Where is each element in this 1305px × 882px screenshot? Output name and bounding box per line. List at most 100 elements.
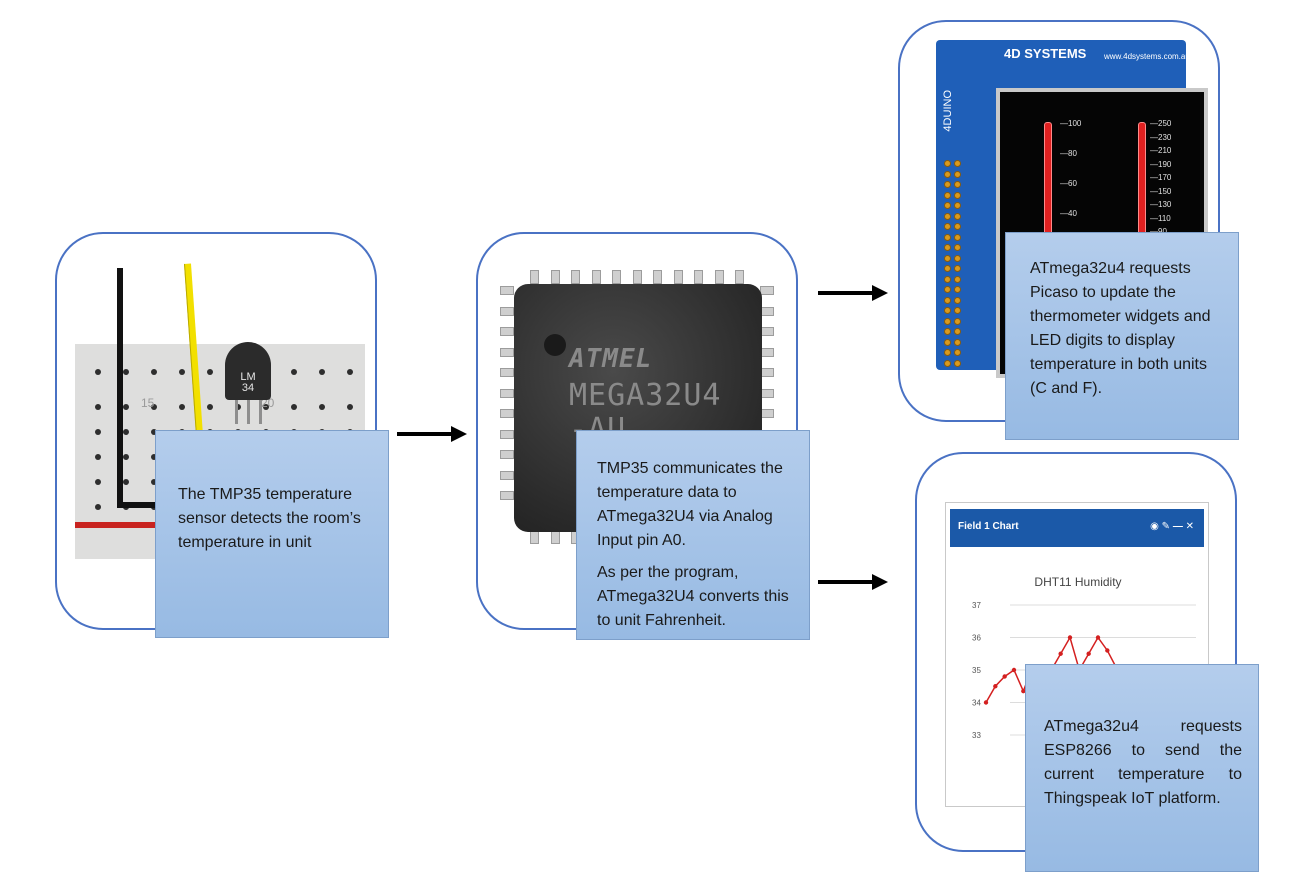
breadboard-hole <box>151 479 157 485</box>
breadboard-hole <box>151 369 157 375</box>
chip-pin <box>500 470 514 480</box>
breadboard-hole <box>207 369 213 375</box>
data-point[interactable] <box>1011 667 1017 673</box>
y-tick-label: 35 <box>972 666 981 675</box>
chip-pin <box>591 270 601 284</box>
series-line <box>985 635 1126 703</box>
breadboard-hole <box>123 404 129 410</box>
breadboard-hole <box>95 404 101 410</box>
chip-pin <box>760 388 774 398</box>
chip-pin <box>500 368 514 377</box>
header-pad <box>944 328 951 335</box>
step-3-note: ATmega32u4 requests Picaso to update the… <box>1005 232 1239 440</box>
header-pad <box>954 170 961 178</box>
scale-label: —250 <box>1150 119 1172 128</box>
header-pad <box>944 170 951 178</box>
chip-pin <box>500 409 514 418</box>
header-pad <box>944 191 951 199</box>
scale-label: —130 <box>1150 200 1172 209</box>
header-pad <box>944 181 951 188</box>
header-pad <box>954 307 961 314</box>
header-pad <box>954 286 961 293</box>
step-1-note: The TMP35 temperature sensor detects the… <box>155 430 389 638</box>
scale-label: —190 <box>1150 159 1172 169</box>
breadboard-hole <box>95 429 101 435</box>
header-pad <box>954 202 961 209</box>
data-point[interactable] <box>993 684 998 689</box>
breadboard-hole <box>347 369 353 375</box>
scale-label: —90 <box>1150 228 1167 236</box>
scale-label: —40 <box>1060 209 1077 218</box>
header-pad <box>954 338 961 346</box>
scale-label: —210 <box>1150 146 1172 155</box>
y-tick-label: 36 <box>972 634 981 643</box>
scale-label: —150 <box>1150 186 1172 196</box>
card-header: Field 1 Chart ◉ ✎ — ✕ <box>950 509 1204 547</box>
chip-pin <box>760 306 774 316</box>
breadboard-hole <box>291 369 297 375</box>
data-point[interactable] <box>1021 688 1026 694</box>
header-pad <box>954 328 961 335</box>
step-4-note: ATmega32u4 requests ESP8266 to send the … <box>1025 664 1259 872</box>
breadboard-hole <box>123 369 129 375</box>
chip-pin <box>500 450 514 459</box>
breadboard-hole <box>179 404 185 410</box>
chip-pin <box>571 270 580 284</box>
chip-pin <box>735 270 744 284</box>
header-pad <box>954 349 961 356</box>
header-pad <box>944 265 951 272</box>
data-point[interactable] <box>1058 651 1063 656</box>
scale-label: —170 <box>1150 173 1172 182</box>
sensor-label-bottom: 34 <box>241 382 255 394</box>
breadboard-hole <box>263 404 269 410</box>
step-2-text-1: TMP35 communicates the temperature data … <box>597 460 783 549</box>
chip-pin <box>653 270 662 284</box>
arrow-icon <box>818 574 888 590</box>
data-point[interactable] <box>1086 651 1091 656</box>
data-point[interactable] <box>1095 635 1101 640</box>
chart-title: DHT11 Humidity <box>1034 575 1122 589</box>
chip-brand: ATMEL <box>569 344 653 374</box>
black-wire <box>117 268 123 508</box>
header-pad <box>944 307 951 314</box>
scale-label: —110 <box>1150 213 1171 223</box>
header-pad <box>944 275 951 283</box>
header-pad <box>944 233 951 241</box>
arrow-icon <box>397 426 467 442</box>
step-3-text: ATmega32u4 requests Picaso to update the… <box>1030 260 1211 397</box>
data-point[interactable] <box>983 700 989 705</box>
chip-pin <box>530 530 539 544</box>
data-point[interactable] <box>1105 648 1110 653</box>
pin-1-marker <box>544 334 566 356</box>
card-header-title: Field 1 Chart <box>958 521 1019 532</box>
step-2-note: TMP35 communicates the temperature data … <box>576 430 810 640</box>
sensor-leg <box>247 398 250 424</box>
breadboard-hole <box>207 404 213 410</box>
chip-pin <box>714 270 724 284</box>
breadboard-hole <box>123 454 129 460</box>
microcontroller-chip: ATMEL MEGA32U4 -AU <box>514 284 762 532</box>
y-tick-label: 33 <box>972 731 981 740</box>
header-pad <box>954 223 961 230</box>
breadboard-hole <box>95 479 101 485</box>
chip-pin <box>612 270 621 284</box>
data-point[interactable] <box>1067 635 1073 640</box>
header-pad <box>954 359 961 367</box>
chip-pin <box>500 286 514 295</box>
header-pad <box>944 254 951 262</box>
y-tick-label: 37 <box>972 601 981 610</box>
breadboard-hole <box>235 404 241 410</box>
chip-pin <box>500 347 514 357</box>
breadboard-hole <box>151 404 157 410</box>
header-pad <box>954 265 961 272</box>
data-point[interactable] <box>1002 674 1007 679</box>
board-url: www.4dsystems.com.au <box>1104 52 1190 61</box>
breadboard-hole <box>319 369 325 375</box>
card-header-icons[interactable]: ◉ ✎ — ✕ <box>1150 521 1194 532</box>
scale-label: —80 <box>1060 149 1077 158</box>
chip-pin <box>760 327 774 336</box>
scale-label: —230 <box>1150 132 1172 142</box>
header-pad <box>954 254 961 262</box>
chip-pin <box>550 270 560 284</box>
header-pad <box>954 212 961 220</box>
